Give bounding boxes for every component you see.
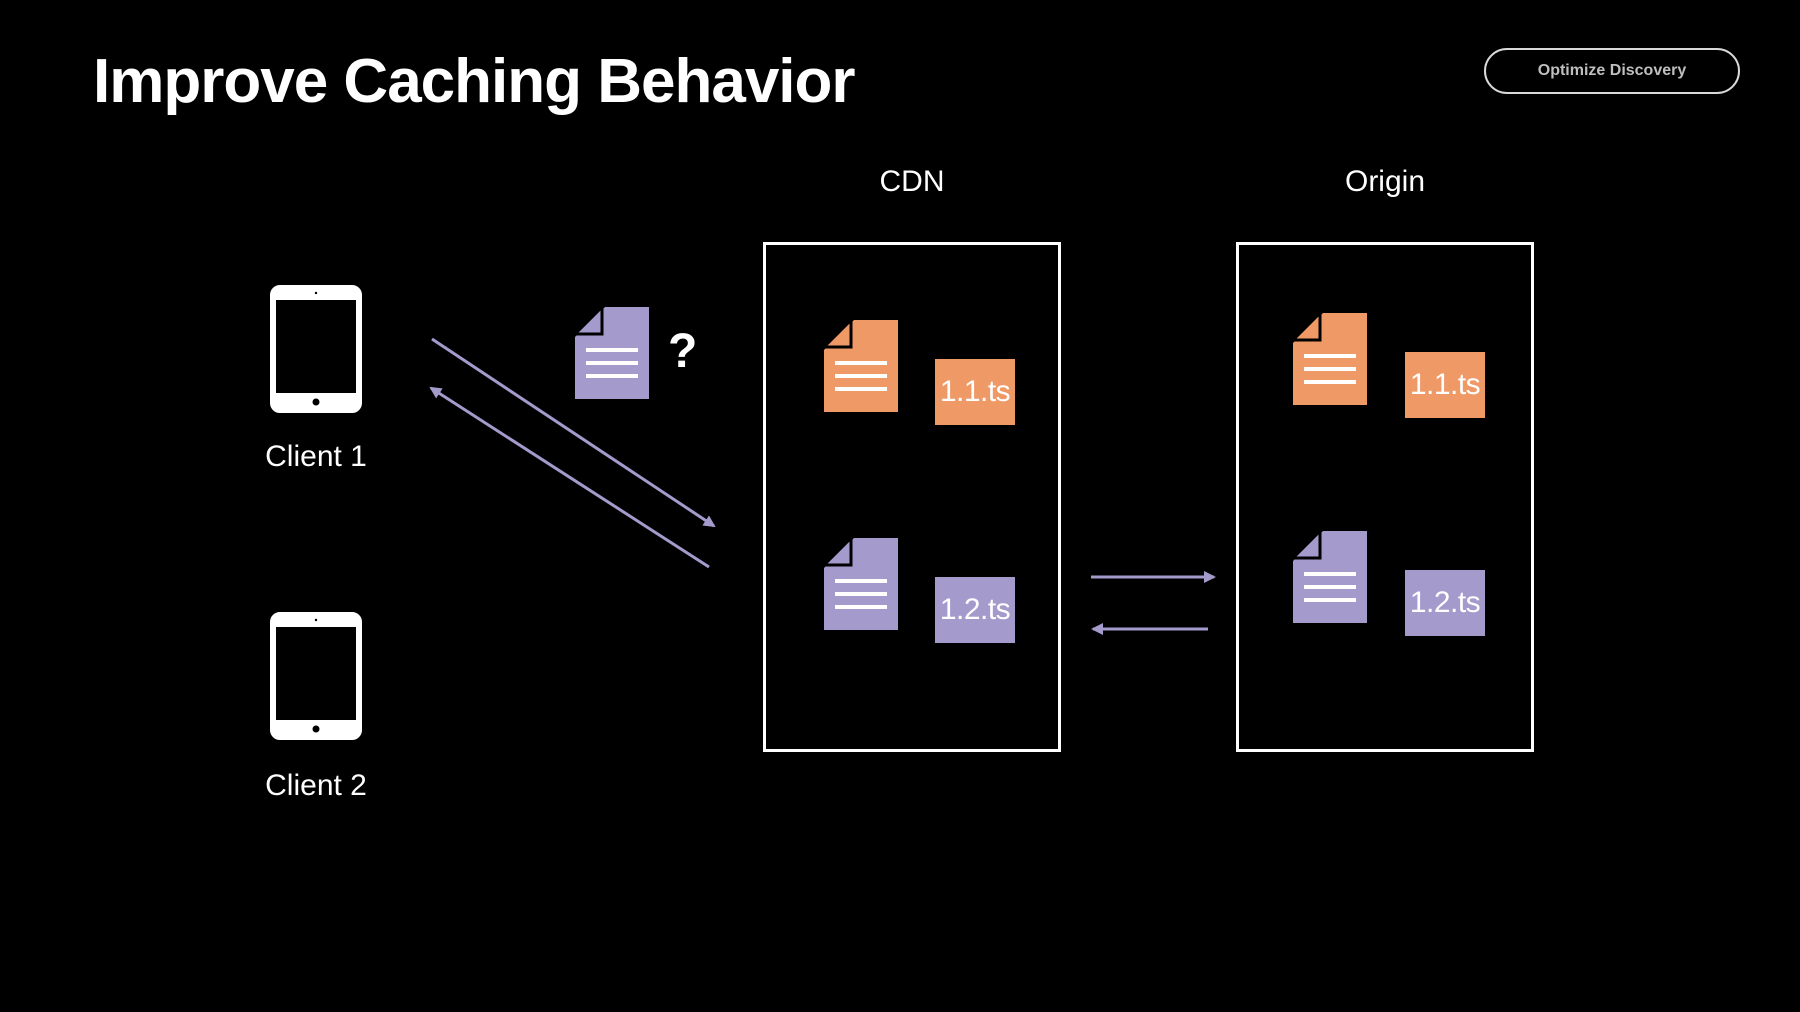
origin-purple-playlist-icon — [1293, 531, 1367, 623]
requested-playlist-document-icon — [575, 307, 649, 399]
cdn-purple-playlist-icon — [824, 538, 898, 630]
client-2-tablet-icon — [270, 612, 362, 740]
origin-box — [1236, 242, 1534, 752]
client-1-tablet-icon — [270, 285, 362, 413]
cdn-segment-1-2: 1.2.ts — [935, 577, 1015, 643]
section-pill: Optimize Discovery — [1484, 48, 1740, 94]
origin-label: Origin — [1344, 165, 1426, 198]
client-2-label: Client 2 — [265, 769, 367, 802]
cdn-box — [763, 242, 1061, 752]
cdn-orange-playlist-icon — [824, 320, 898, 412]
request-arrow — [431, 337, 716, 528]
origin-segment-1-1: 1.1.ts — [1405, 352, 1485, 418]
response-arrow — [429, 386, 710, 569]
question-mark: ? — [668, 325, 698, 378]
client-1-label: Client 1 — [265, 440, 367, 473]
origin-orange-playlist-icon — [1293, 313, 1367, 405]
origin-segment-1-2: 1.2.ts — [1405, 570, 1485, 636]
cdn-segment-1-1: 1.1.ts — [935, 359, 1015, 425]
cdn-label: CDN — [879, 165, 945, 198]
slide-title: Improve Caching Behavior — [93, 47, 856, 116]
